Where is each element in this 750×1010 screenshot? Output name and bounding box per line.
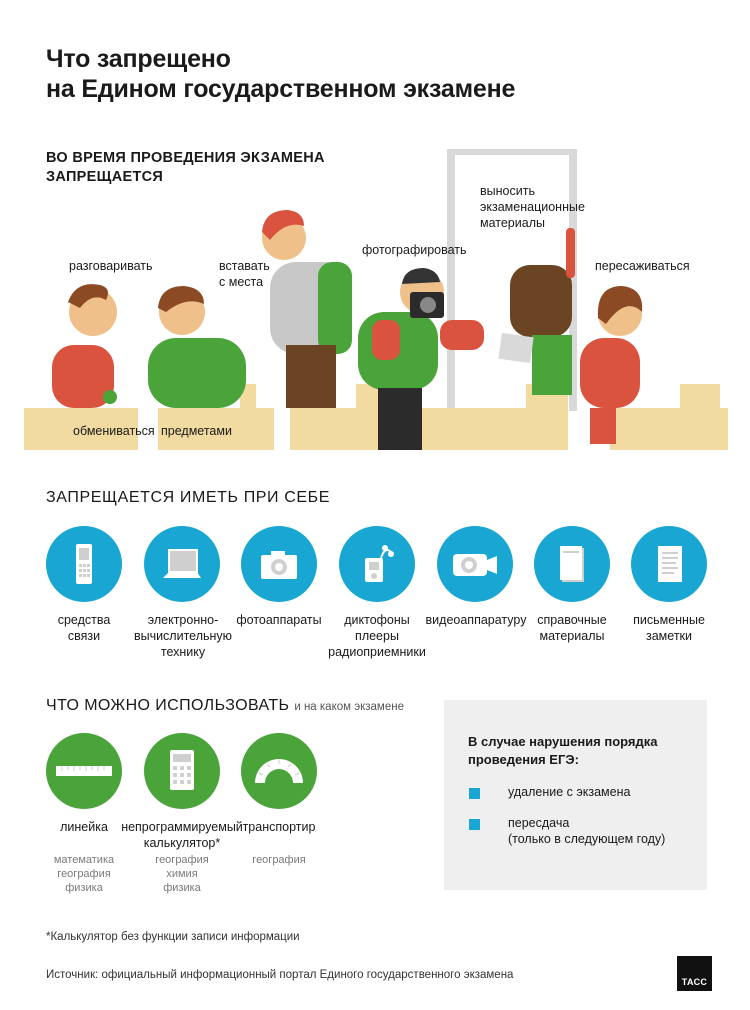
- allowed-item-line: линейка: [60, 820, 108, 834]
- forbidden-item-line: материалы: [539, 629, 605, 643]
- forbidden-item-label: справочные материалы: [522, 612, 622, 644]
- laptop-icon: [144, 526, 220, 602]
- videocamera-icon: [437, 526, 513, 602]
- label-carry-3: материалы: [480, 216, 545, 230]
- allowed-heading-main: ЧТО МОЖНО ИСПОЛЬЗОВАТЬ: [46, 697, 290, 714]
- forbidden-item-label: письменные заметки: [619, 612, 719, 644]
- violation-item-2-line-2: (только в следующем году): [508, 832, 666, 846]
- forbidden-items-heading: ЗАПРЕЩАЕТСЯ ИМЕТЬ ПРИ СЕБЕ: [46, 489, 331, 506]
- forbidden-item-line: средства: [57, 613, 111, 627]
- label-exchange-2: предметами: [161, 424, 232, 438]
- forbidden-item-line: фотоаппараты: [236, 613, 322, 627]
- person-exchange-icon: [148, 286, 246, 408]
- label-photo: фотографировать: [362, 243, 467, 257]
- notes-icon: [631, 526, 707, 602]
- allowed-item-exams: география: [229, 853, 329, 867]
- forbidden-item-label: видеоаппаратуру: [424, 612, 528, 628]
- page-title: Что запрещено на Едином государственном …: [46, 44, 515, 104]
- person-talking-icon: [52, 284, 117, 408]
- forbidden-item-line: видеоаппаратуру: [425, 613, 527, 627]
- label-carry-2: экзаменационные: [480, 200, 585, 214]
- violation-title-line-2: проведения ЕГЭ:: [468, 752, 579, 767]
- allowed-heading-small: и на каком экзамене: [294, 701, 404, 713]
- label-exchange-1: обмениваться: [73, 424, 155, 438]
- forbidden-item-line: справочные: [537, 613, 607, 627]
- person-carrying-icon: [498, 228, 575, 395]
- title-line-1: Что запрещено: [46, 45, 231, 73]
- forbidden-item-line: диктофоны: [344, 613, 410, 627]
- violation-item-1: удаление с экзамена: [508, 785, 631, 799]
- exam-name: география: [57, 868, 111, 880]
- recorder-icon: [339, 526, 415, 602]
- allowed-item-exams: математика география физика: [34, 853, 134, 895]
- person-moving-icon: [580, 286, 643, 444]
- forbidden-item-label: средства связи: [34, 612, 134, 644]
- bullet-icon: [469, 819, 480, 830]
- forbidden-item-line: письменные: [633, 613, 705, 627]
- label-carry-1: выносить: [480, 184, 535, 198]
- calculator-icon: [144, 733, 220, 809]
- forbidden-item-line: вычислительную: [133, 629, 233, 643]
- exam-name: математика: [53, 854, 115, 866]
- ruler-icon: [46, 733, 122, 809]
- violation-item-2: пересдача (только в следующем году): [508, 815, 665, 847]
- allowed-item-line: транспортир: [242, 820, 316, 834]
- violation-title-line-1: В случае нарушения порядка: [468, 734, 658, 749]
- forbidden-item-line: технику: [160, 645, 206, 659]
- violation-item-2-line-1: пересдача: [508, 816, 570, 830]
- protractor-icon: [241, 733, 317, 809]
- violation-title: В случае нарушения порядка проведения ЕГ…: [468, 733, 658, 769]
- exam-name: физика: [65, 882, 103, 894]
- allowed-heading: ЧТО МОЖНО ИСПОЛЬЗОВАТЬ и на каком экзаме…: [46, 697, 404, 715]
- forbidden-item-line: плееры: [355, 629, 399, 643]
- forbidden-item-line: заметки: [646, 629, 692, 643]
- during-exam-heading-line-1: ВО ВРЕМЯ ПРОВЕДЕНИЯ ЭКЗАМЕНА: [46, 150, 325, 166]
- forbidden-item-line: радиоприемники: [328, 645, 426, 659]
- bullet-icon: [469, 788, 480, 799]
- source: Источник: официальный информационный пор…: [46, 969, 514, 981]
- person-photographing-icon: [358, 268, 484, 450]
- allowed-item-label: линейка: [34, 819, 134, 835]
- tass-logo: ТАСС: [677, 956, 712, 991]
- label-move: пересаживаться: [595, 259, 690, 273]
- classroom-illustration: [24, 149, 728, 450]
- label-stand-2: с места: [219, 275, 264, 289]
- exam-name: физика: [163, 882, 201, 894]
- exam-name: география: [252, 854, 306, 866]
- title-line-2: на Едином государственном экзамене: [46, 75, 516, 103]
- during-exam-heading: ВО ВРЕМЯ ПРОВЕДЕНИЯ ЭКЗАМЕНА ЗАПРЕЩАЕТСЯ: [46, 149, 325, 187]
- label-talk: разговаривать: [69, 259, 153, 273]
- forbidden-item-label: диктофоны плееры радиоприемники: [325, 612, 429, 660]
- forbidden-item-line: электронно-: [147, 613, 219, 627]
- allowed-item-label: непрограммируемый калькулятор*: [118, 819, 246, 851]
- forbidden-item-label: фотоаппараты: [229, 612, 329, 628]
- exam-name: география: [155, 854, 209, 866]
- label-stand-1: вставать: [219, 259, 270, 273]
- during-exam-heading-line-2: ЗАПРЕЩАЕТСЯ: [46, 169, 164, 185]
- forbidden-item-line: связи: [67, 629, 101, 643]
- footnote: *Калькулятор без функции записи информац…: [46, 931, 300, 943]
- camera-icon: [241, 526, 317, 602]
- book-icon: [534, 526, 610, 602]
- allowed-item-line: калькулятор*: [143, 836, 221, 850]
- exam-name: химия: [166, 868, 198, 880]
- allowed-item-exams: география химия физика: [132, 853, 232, 895]
- person-standing-icon: [262, 210, 352, 408]
- phone-icon: [46, 526, 122, 602]
- forbidden-item-label: электронно- вычислительную технику: [130, 612, 236, 660]
- allowed-item-label: транспортир: [229, 819, 329, 835]
- allowed-item-line: непрограммируемый: [121, 820, 243, 834]
- violation-panel: В случае нарушения порядка проведения ЕГ…: [444, 700, 707, 890]
